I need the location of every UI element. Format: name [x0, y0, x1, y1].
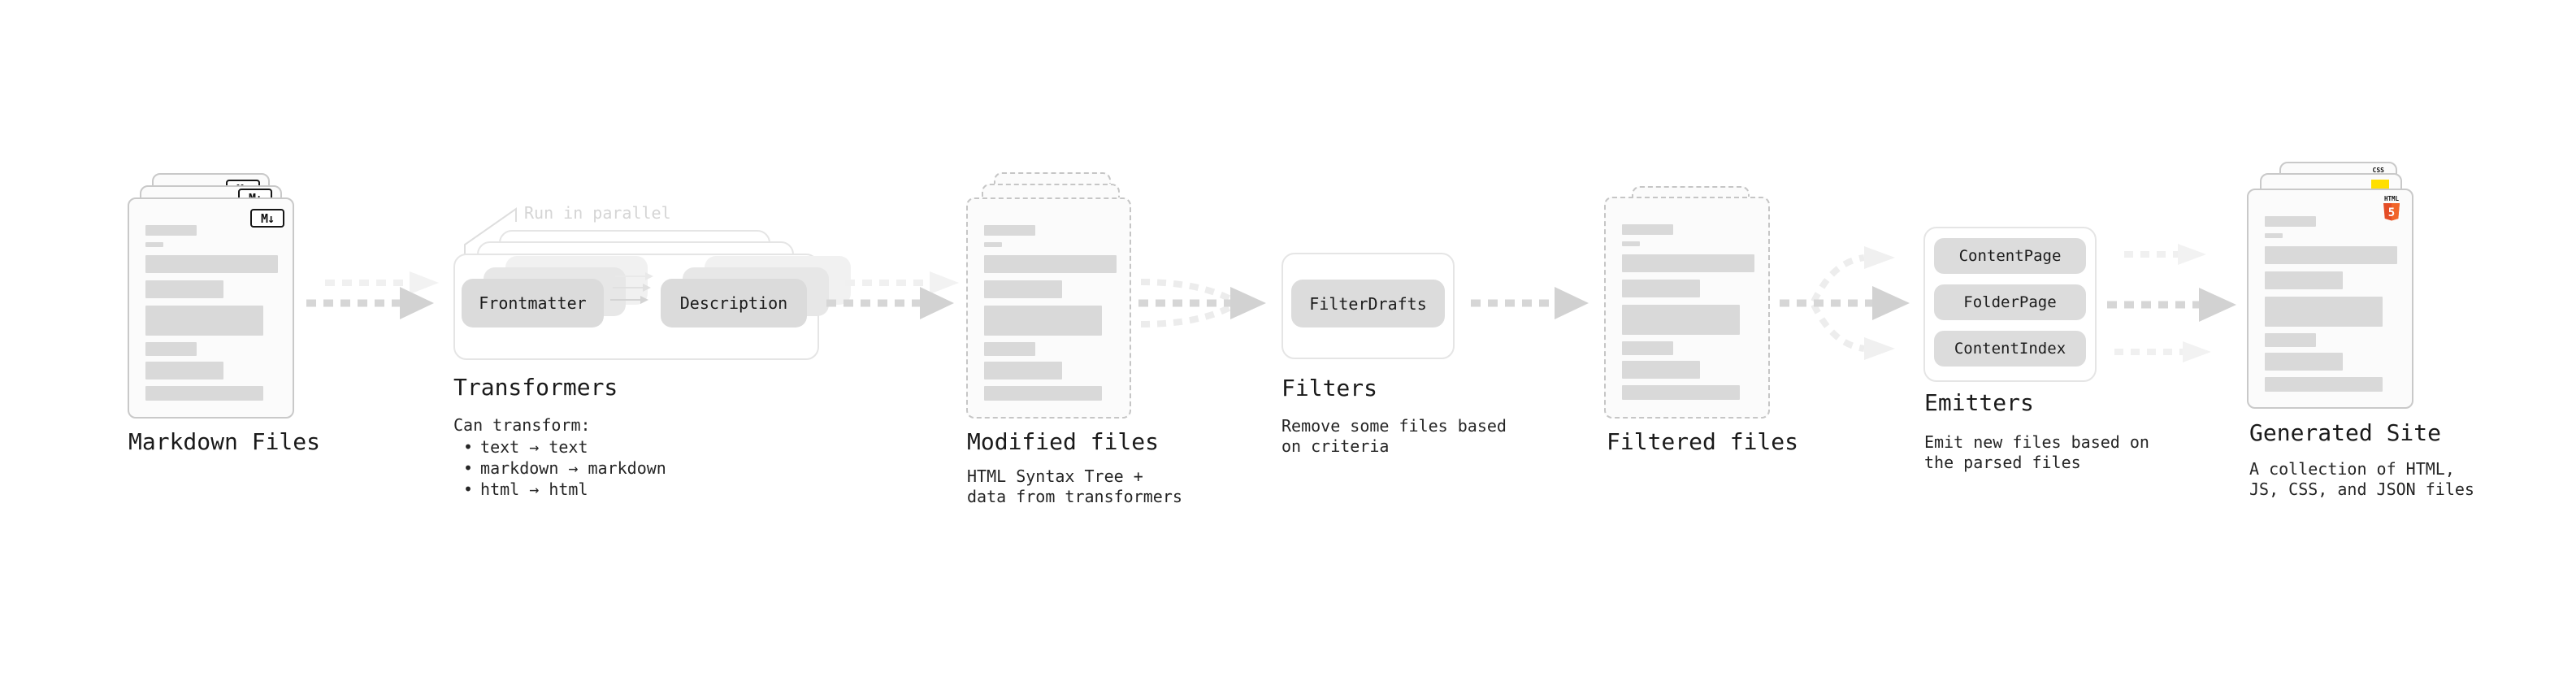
doc-line	[2265, 377, 2383, 392]
modified-files-subtitle-line2: data from transformers	[967, 487, 1182, 506]
doc-line	[1622, 341, 1673, 355]
bullet-text: text → text	[480, 437, 588, 457]
doc-line	[2265, 216, 2316, 227]
folderpage-node: FolderPage	[1934, 284, 2086, 320]
doc-text-lines	[2265, 216, 2397, 392]
doc-line	[984, 362, 1062, 380]
doc-line	[145, 386, 263, 401]
html5-icon-word: HTML	[2384, 195, 2400, 202]
arrow-filters-to-filtered	[1471, 287, 1589, 319]
doc-line	[1622, 385, 1740, 400]
doc-line	[1622, 280, 1700, 297]
annotation-leader-line	[464, 207, 517, 259]
bullet-text: html → html	[480, 479, 588, 499]
doc-line	[145, 225, 197, 236]
doc-line	[984, 386, 1102, 401]
js-file-icon	[2371, 180, 2389, 189]
doc-text-lines	[984, 225, 1117, 401]
bullet-text: markdown → markdown	[480, 458, 666, 478]
filterdrafts-node: FilterDrafts	[1291, 280, 1445, 327]
doc-line	[2265, 297, 2383, 327]
doc-line	[145, 306, 263, 336]
parallel-arrow-icon	[613, 284, 651, 292]
emitters-subtitle-line1: Emit new files based on	[1924, 432, 2149, 452]
folderpage-node-label: FolderPage	[1963, 293, 2057, 311]
doc-line	[2265, 246, 2397, 264]
contentindex-node-label: ContentIndex	[1954, 340, 2066, 358]
doc-line	[145, 242, 163, 247]
doc-line	[2265, 333, 2316, 347]
bullet-dot: •	[463, 458, 474, 478]
doc-line	[1622, 224, 1673, 235]
doc-line	[984, 225, 1035, 236]
description-node: Description	[661, 279, 807, 327]
doc-line	[145, 362, 223, 380]
doc-line	[984, 342, 1035, 356]
doc-line	[984, 255, 1117, 273]
generated-site-subtitle-line1: A collection of HTML,	[2249, 459, 2455, 479]
parallel-arrow-icon	[610, 296, 648, 304]
contentindex-node: ContentIndex	[1934, 331, 2086, 367]
run-in-parallel-label: Run in parallel	[524, 203, 671, 223]
emitters-title: Emitters	[1924, 389, 2034, 416]
markdown-file-front: M↓	[128, 197, 294, 419]
doc-line	[2265, 233, 2283, 238]
doc-line	[145, 342, 197, 356]
description-node-label: Description	[679, 293, 788, 313]
bullet-dot: •	[463, 479, 474, 499]
markdown-badge-label: M↓	[260, 210, 275, 226]
modified-file-front	[966, 197, 1131, 419]
doc-line	[1622, 305, 1740, 335]
doc-line	[145, 255, 278, 273]
arrow-modified-to-filters-merge	[1138, 279, 1266, 327]
emitters-subtitle-line2: the parsed files	[1924, 453, 2081, 472]
doc-text-lines	[145, 225, 278, 401]
markdown-files-title: Markdown Files	[128, 428, 321, 455]
modified-files-title: Modified files	[967, 428, 1160, 455]
filters-subtitle-line2: on criteria	[1281, 436, 1390, 456]
arrow-filtered-to-emitters-split	[1780, 246, 1910, 360]
frontmatter-node-label: Frontmatter	[479, 293, 587, 313]
frontmatter-node: Frontmatter	[462, 279, 604, 327]
contentpage-node-label: ContentPage	[1958, 247, 2062, 265]
filtered-files-title: Filtered files	[1607, 428, 1799, 455]
filterdrafts-node-label: FilterDrafts	[1309, 293, 1427, 314]
generated-file-front: HTML 5	[2247, 189, 2413, 409]
doc-line	[2265, 271, 2343, 289]
html5-icon: HTML 5	[2383, 195, 2400, 221]
filters-title: Filters	[1281, 375, 1378, 401]
doc-line	[1622, 361, 1700, 379]
bullet-dot: •	[463, 437, 474, 457]
modified-files-subtitle-line1: HTML Syntax Tree +	[967, 466, 1143, 486]
doc-line	[984, 280, 1062, 298]
filtered-file-front	[1604, 197, 1770, 419]
doc-line	[2265, 353, 2343, 371]
doc-line	[1622, 254, 1754, 272]
doc-line	[984, 242, 1002, 247]
bullet-item: • html → html	[463, 479, 666, 501]
transformers-bullet-list: • text → text • markdown → markdown • html …	[463, 437, 666, 501]
arrow-emitters-to-generated	[2107, 244, 2236, 362]
bullet-item: • markdown → markdown	[463, 458, 666, 479]
doc-line	[984, 306, 1102, 336]
doc-line	[145, 280, 223, 298]
doc-line	[1622, 241, 1640, 246]
generated-site-title: Generated Site	[2249, 419, 2442, 446]
bullet-item: • text → text	[463, 437, 666, 458]
generated-site-subtitle-line2: JS, CSS, and JSON files	[2249, 479, 2474, 499]
css-badge-label: CSS	[2372, 167, 2384, 174]
parallel-arrow-icon	[615, 272, 653, 280]
html5-icon-number: 5	[2388, 206, 2395, 219]
transformers-title: Transformers	[453, 374, 618, 401]
markdown-icon: M↓	[250, 209, 284, 228]
filters-subtitle-line1: Remove some files based	[1281, 416, 1507, 436]
arrow-transformers-to-modified	[826, 271, 959, 319]
contentpage-node: ContentPage	[1934, 238, 2086, 274]
doc-text-lines	[1622, 224, 1754, 400]
arrow-markdown-to-transformers	[306, 271, 439, 319]
transformers-lead: Can transform:	[453, 415, 591, 435]
